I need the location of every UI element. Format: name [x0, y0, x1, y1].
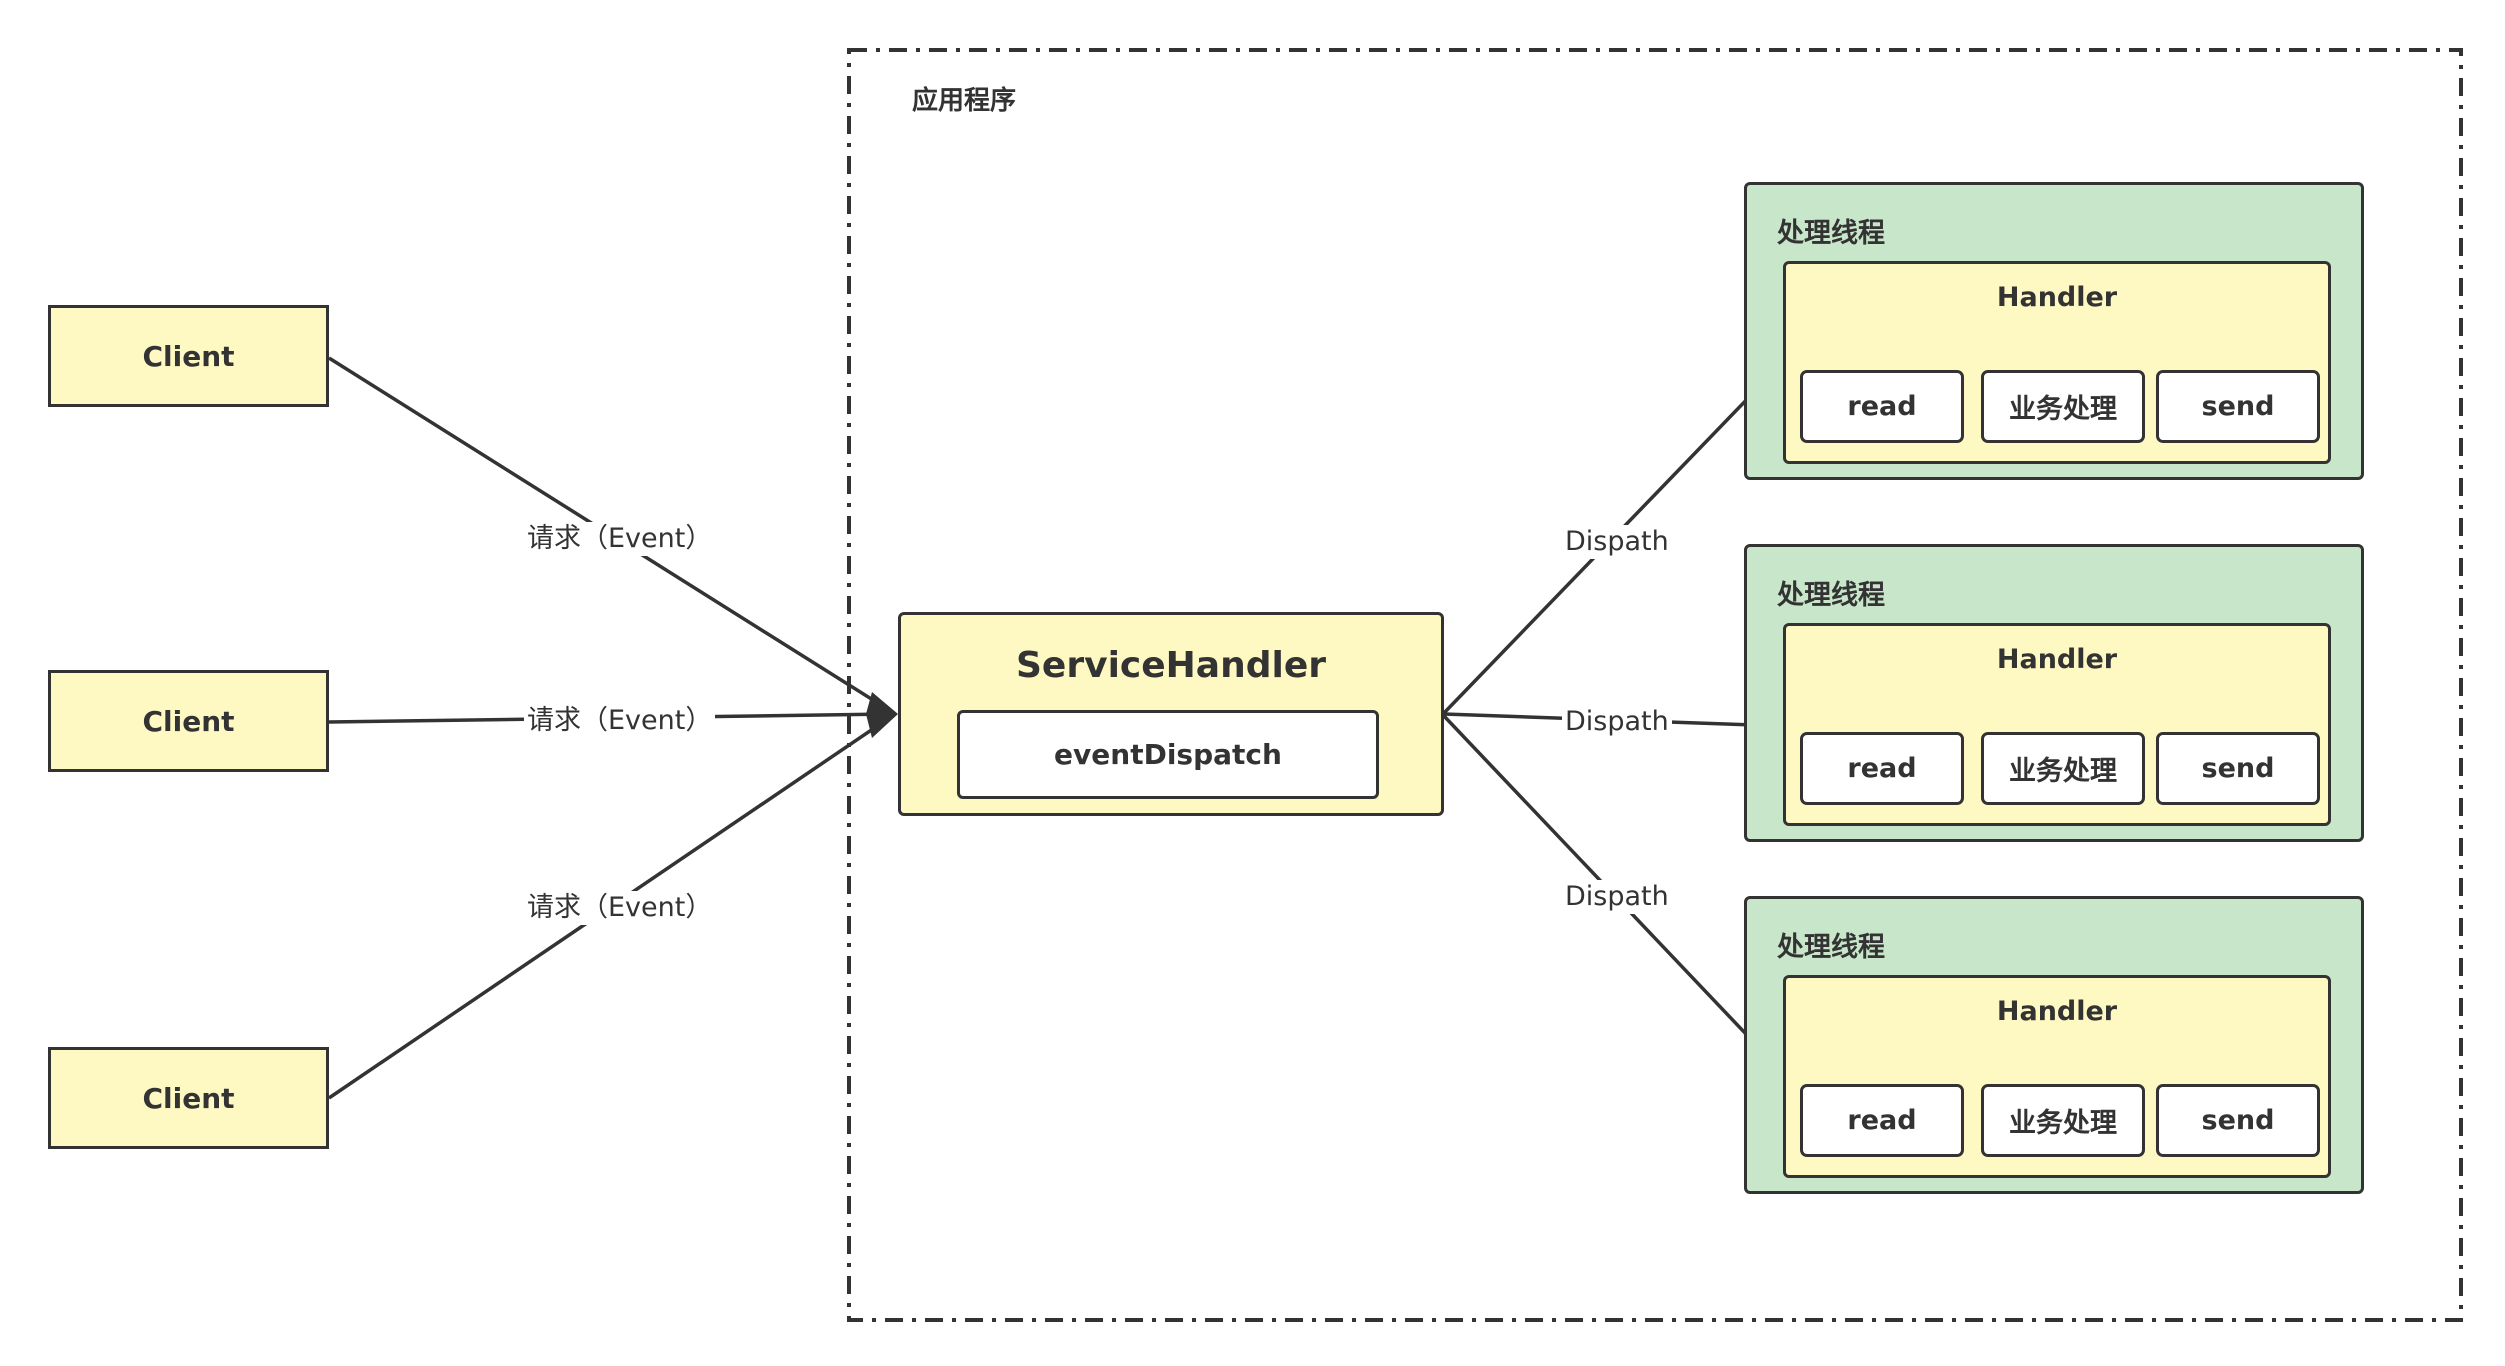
handler-box[interactable]: Handler read 业务处理 send — [1783, 623, 2331, 826]
processing-thread-title: 处理线程 — [1777, 932, 1885, 963]
processing-thread-2[interactable]: 处理线程 Handler read 业务处理 send — [1744, 544, 2364, 842]
read-step[interactable]: read — [1800, 1084, 1964, 1157]
event-dispatch-box[interactable]: eventDispatch — [957, 710, 1379, 799]
processing-thread-1[interactable]: 处理线程 Handler read 业务处理 send — [1744, 182, 2364, 480]
send-step[interactable]: send — [2156, 732, 2320, 805]
processing-thread-3[interactable]: 处理线程 Handler read 业务处理 send — [1744, 896, 2364, 1194]
request-edge-label-1: 请求（Event） — [524, 522, 716, 556]
request-edge-label-2: 请求（Event） — [524, 704, 716, 738]
application-title: 应用程序 — [912, 86, 1017, 116]
dispatch-edge-label-2: Dispath — [1562, 705, 1672, 739]
read-step[interactable]: read — [1800, 370, 1964, 443]
handler-box[interactable]: Handler read 业务处理 send — [1783, 975, 2331, 1178]
business-processing-step[interactable]: 业务处理 — [1981, 1084, 2145, 1157]
read-step[interactable]: read — [1800, 732, 1964, 805]
dispatch-edge-label-1: Dispath — [1562, 525, 1672, 559]
client-node-1[interactable]: Client — [48, 305, 329, 407]
send-step[interactable]: send — [2156, 1084, 2320, 1157]
processing-thread-title: 处理线程 — [1777, 218, 1885, 249]
processing-thread-title: 处理线程 — [1777, 580, 1885, 611]
handler-box[interactable]: Handler read 业务处理 send — [1783, 261, 2331, 464]
handler-title: Handler — [1996, 282, 2118, 313]
business-processing-step[interactable]: 业务处理 — [1981, 370, 2145, 443]
request-merge-arrowhead — [866, 692, 898, 738]
client-node-2[interactable]: Client — [48, 670, 329, 772]
business-processing-step[interactable]: 业务处理 — [1981, 732, 2145, 805]
handler-title: Handler — [1996, 644, 2118, 675]
dispatch-edge-label-3: Dispath — [1562, 880, 1672, 914]
client-node-3[interactable]: Client — [48, 1047, 329, 1149]
handler-title: Handler — [1996, 996, 2118, 1027]
service-handler-node[interactable]: ServiceHandler eventDispatch — [898, 612, 1444, 816]
service-handler-title: ServiceHandler — [1016, 645, 1326, 686]
send-step[interactable]: send — [2156, 370, 2320, 443]
request-edge-label-3: 请求（Event） — [524, 891, 716, 925]
